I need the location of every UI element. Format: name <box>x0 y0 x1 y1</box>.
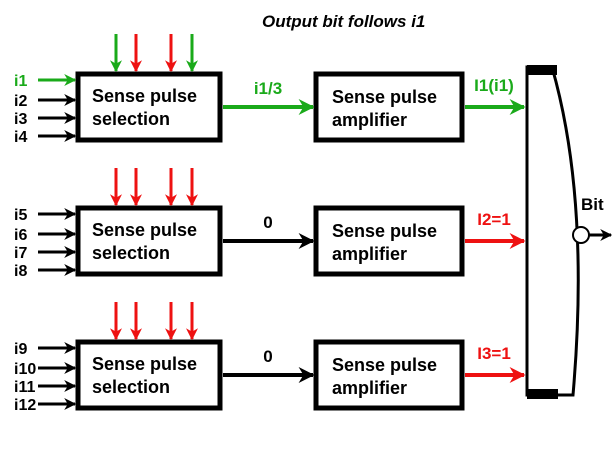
amplifier-box-label-line2: amplifier <box>332 378 407 398</box>
input-label: i10 <box>14 361 36 378</box>
sense-pulse-amplifier-box <box>313 339 465 411</box>
input-label: i9 <box>14 341 27 358</box>
amplifier-box-label-line1: Sense pulse <box>332 87 437 107</box>
sense-pulse-selection-box <box>75 339 223 411</box>
row-1: Sense pulse selection Sense pulse amplifier… <box>14 34 526 146</box>
row-2: Sense pulse selection Sense pulse amplifier… <box>14 168 526 280</box>
input-label: i7 <box>14 245 27 262</box>
input-label: i1 <box>14 73 27 90</box>
gate-top-cap <box>527 65 557 75</box>
amplifier-box-label-line1: Sense pulse <box>332 221 437 241</box>
selection-box-label-line1: Sense pulse <box>92 354 197 374</box>
gate-body <box>525 65 580 397</box>
row-3: Sense pulse selection Sense pulse amplifier… <box>14 302 526 414</box>
output-signal-label: I2=1 <box>477 210 511 229</box>
sense-pulse-selection-box <box>75 71 223 143</box>
gate-inversion-bubble <box>572 226 590 244</box>
mid-signal-label: 0 <box>263 213 272 232</box>
input-label: i3 <box>14 111 27 128</box>
sense-pulse-amplifier-box <box>313 205 465 277</box>
input-label: i2 <box>14 93 27 110</box>
gate-bottom-cap <box>527 389 558 399</box>
input-label: i8 <box>14 263 27 280</box>
selection-box-label-line1: Sense pulse <box>92 86 197 106</box>
mid-signal-label: i1/3 <box>254 79 282 98</box>
selection-box-label-line2: selection <box>92 109 170 129</box>
output-combiner-gate: Bit <box>525 65 613 399</box>
output-bit-label: Bit <box>581 195 604 214</box>
input-label: i6 <box>14 227 27 244</box>
output-signal-label: I1(i1) <box>474 76 514 95</box>
sense-pulse-amplifier-box <box>313 71 465 143</box>
diagram-title: Output bit follows i1 <box>262 12 425 31</box>
sense-pulse-selection-box <box>75 205 223 277</box>
input-label: i4 <box>14 129 27 146</box>
amplifier-box-label-line1: Sense pulse <box>332 355 437 375</box>
input-label: i11 <box>14 379 35 396</box>
output-signal-label: I3=1 <box>477 344 511 363</box>
selection-box-label-line2: selection <box>92 377 170 397</box>
selection-box-label-line1: Sense pulse <box>92 220 197 240</box>
input-label: i12 <box>14 397 36 414</box>
selection-box-label-line2: selection <box>92 243 170 263</box>
mid-signal-label: 0 <box>263 347 272 366</box>
amplifier-box-label-line2: amplifier <box>332 110 407 130</box>
amplifier-box-label-line2: amplifier <box>332 244 407 264</box>
input-label: i5 <box>14 207 27 224</box>
